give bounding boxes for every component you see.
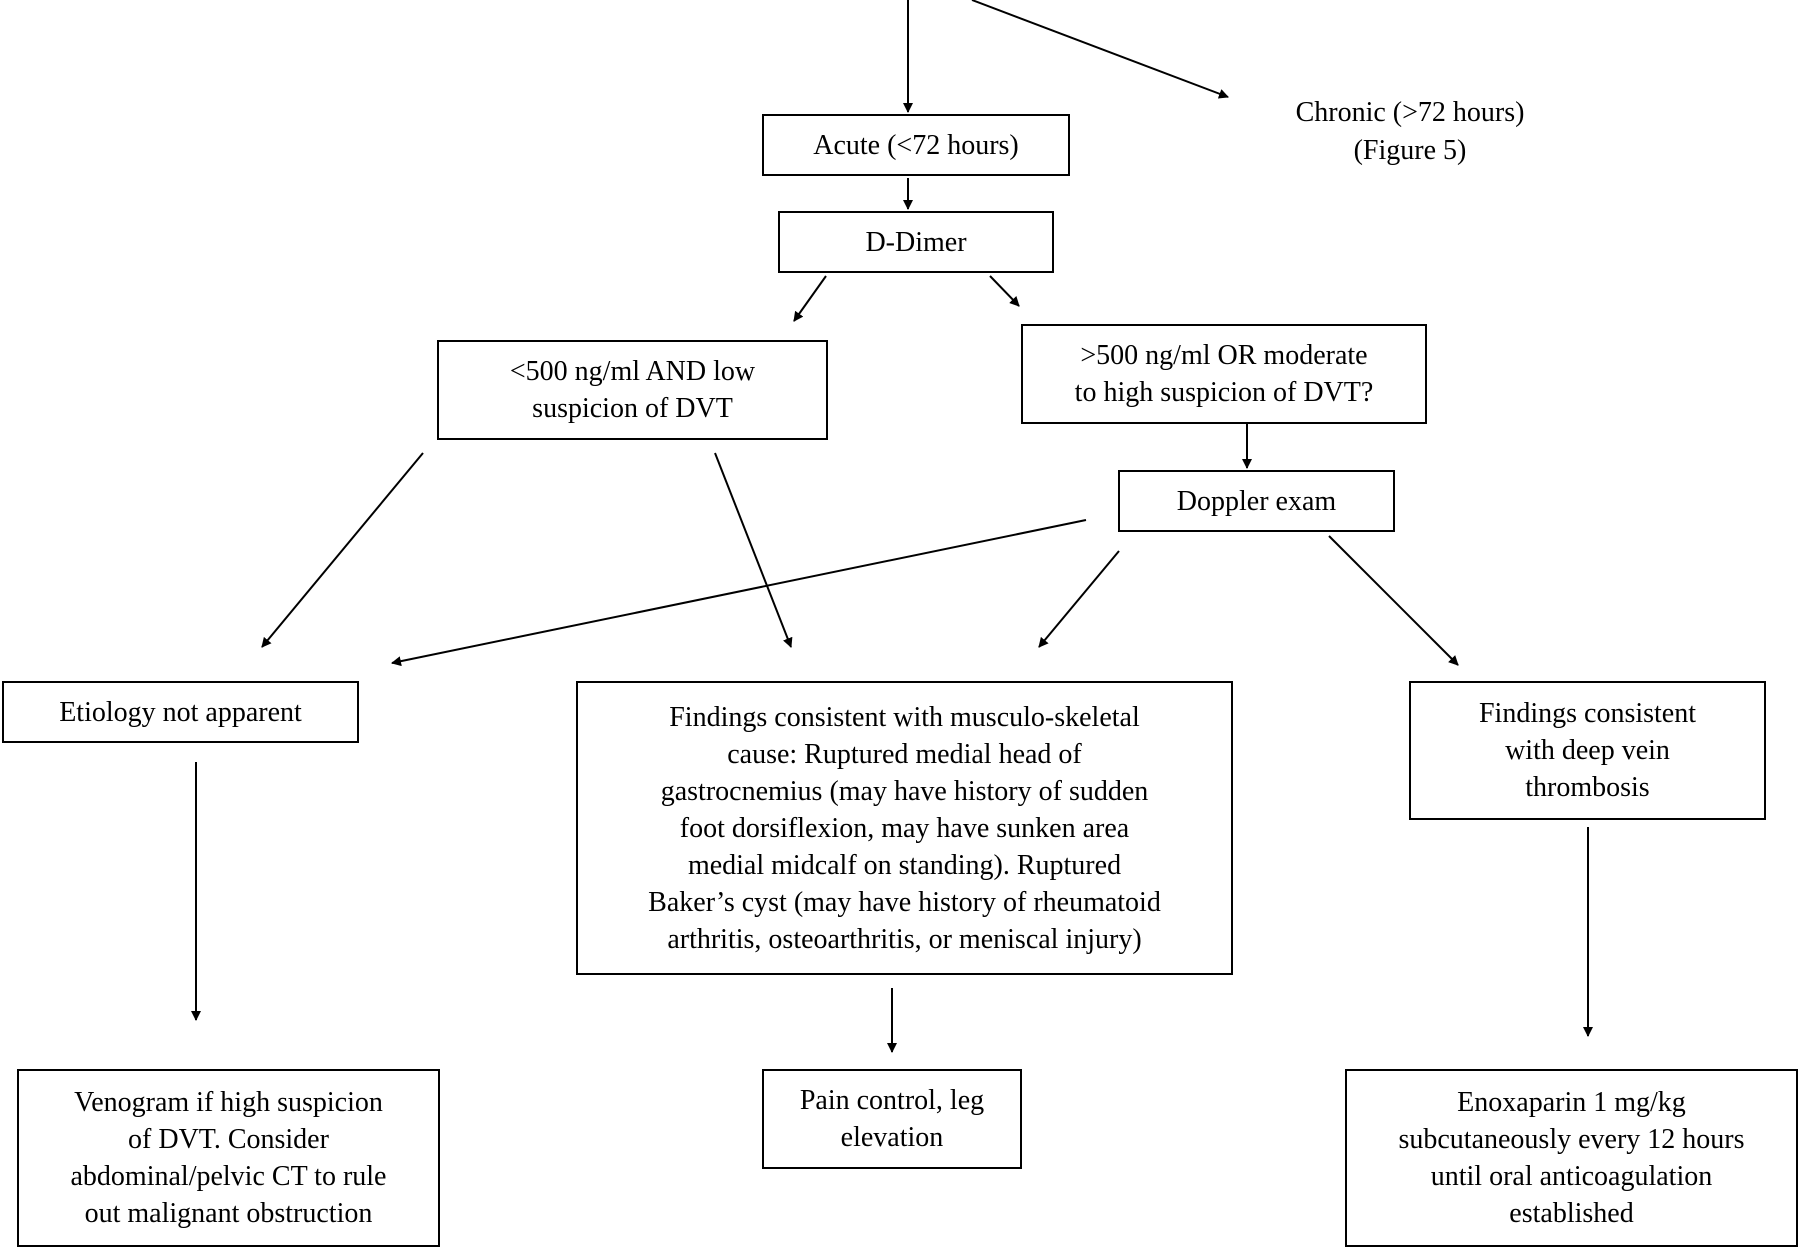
etiology-box: Etiology not apparent: [2, 681, 359, 743]
low-suspicion-label: <500 ng/ml AND low suspicion of DVT: [509, 356, 756, 424]
venogram-label: Venogram if high suspicion of DVT. Consi…: [70, 1087, 387, 1229]
dvt-label: Findings consistent with deep vein throm…: [1478, 698, 1696, 803]
pain-control-label: Pain control, leg elevation: [799, 1085, 985, 1153]
enoxaparin-label: Enoxaparin 1 mg/kg subcutaneously every …: [1398, 1087, 1745, 1229]
edge-ddimer-to-high: [989, 275, 1020, 307]
musculoskeletal-label: Findings consistent with musculo-skeleta…: [648, 701, 1161, 955]
doppler-box: Doppler exam: [1118, 470, 1395, 532]
low-suspicion-box: <500 ng/ml AND low suspicion of DVT: [437, 340, 828, 440]
ddimer-box: D-Dimer: [778, 211, 1054, 273]
acute-label: Acute (<72 hours): [813, 129, 1019, 161]
doppler-label: Doppler exam: [1176, 485, 1337, 517]
etiology-label: Etiology not apparent: [59, 696, 302, 728]
enoxaparin-box: Enoxaparin 1 mg/kg subcutaneously every …: [1345, 1069, 1798, 1247]
edge-doppler-to-musculo: [1038, 550, 1120, 648]
edge-doppler-to-dvt: [1328, 535, 1459, 666]
acute-box: Acute (<72 hours): [762, 114, 1070, 176]
edge-top-to-chronic: [971, 0, 1229, 99]
ddimer-label: D-Dimer: [865, 226, 967, 258]
edge-low-to-etiology: [261, 452, 424, 648]
pain-control-box: Pain control, leg elevation: [762, 1069, 1022, 1169]
musculoskeletal-box: Findings consistent with musculo-skeleta…: [576, 681, 1233, 975]
chronic-label: Chronic (>72 hours) (Figure 5): [1295, 97, 1525, 166]
edge-low-to-musculo: [714, 452, 793, 648]
edge-doppler-to-etiology: [391, 519, 1087, 667]
venogram-box: Venogram if high suspicion of DVT. Consi…: [17, 1069, 440, 1247]
high-suspicion-box: >500 ng/ml OR moderate to high suspicion…: [1021, 324, 1427, 424]
edge-ddimer-to-low: [793, 275, 827, 322]
dvt-box: Findings consistent with deep vein throm…: [1409, 681, 1766, 820]
high-suspicion-label: >500 ng/ml OR moderate to high suspicion…: [1074, 340, 1374, 408]
